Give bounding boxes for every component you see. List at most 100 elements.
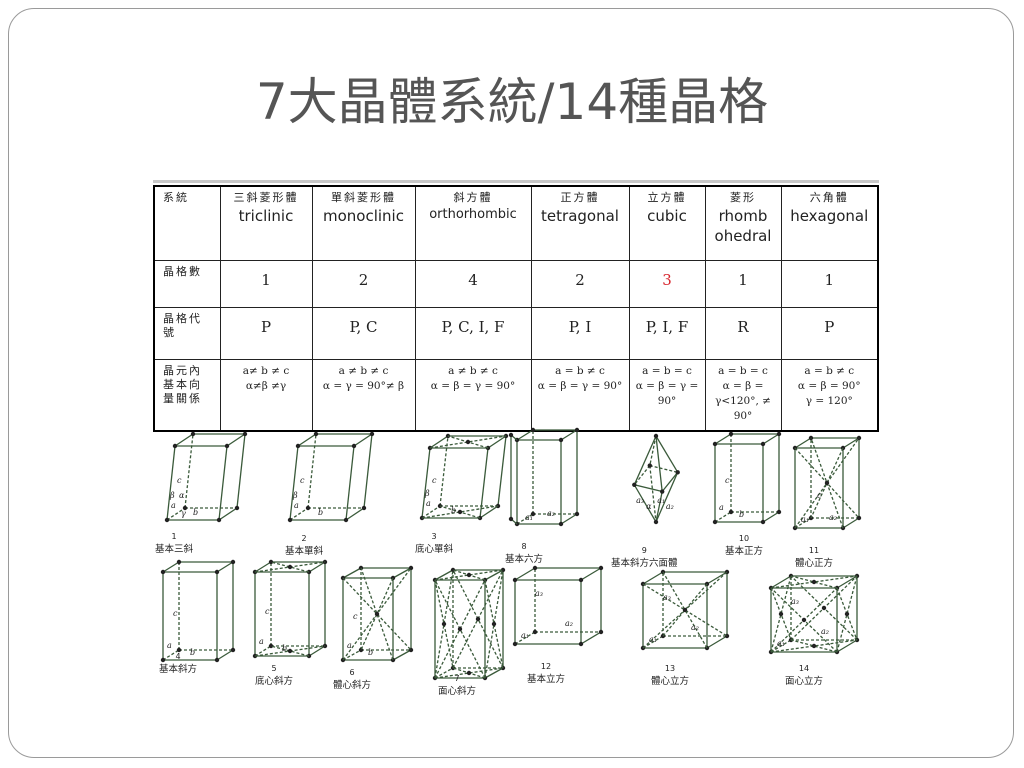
- lattice-point: [164, 517, 170, 523]
- lattice-point: [176, 559, 182, 565]
- row-label-symbols: 晶格代號: [153, 306, 221, 360]
- axis-letter: a: [347, 641, 352, 650]
- axis-letter: c: [817, 491, 822, 500]
- lattice-edge: [162, 561, 180, 573]
- lattice-point: [653, 519, 659, 525]
- lattice-edge: [706, 635, 728, 649]
- base-diagonal: [270, 645, 310, 657]
- lattice-edge: [762, 433, 780, 445]
- lattice-point: [675, 470, 680, 475]
- lattice-edge-hidden: [642, 635, 664, 649]
- face-diagonal: [770, 639, 858, 653]
- lattice-edge: [434, 569, 454, 581]
- count-orthorhombic: 4: [414, 259, 532, 308]
- symbols-hexagonal: P: [780, 306, 879, 360]
- axis-letter: a₃: [663, 593, 671, 602]
- axis-letter: c: [432, 476, 437, 485]
- body-diagonal: [810, 447, 844, 519]
- lattice-point: [351, 443, 357, 449]
- lattice-7: [432, 567, 506, 682]
- lattice-edge: [421, 447, 431, 519]
- count-tetragonal: 2: [530, 259, 630, 308]
- lattice-label: 面心斜方: [438, 686, 477, 697]
- symbols-monoclinic: P, C: [311, 306, 416, 360]
- lattice-10-drawing: cba: [712, 431, 782, 525]
- axis-letter: a: [294, 501, 299, 510]
- lattice-number: 11: [808, 546, 820, 555]
- lattice-point: [682, 607, 688, 613]
- lattice-point: [305, 505, 311, 511]
- lattice-point: [578, 577, 584, 583]
- lattice-edge: [560, 429, 578, 441]
- lattice-label: 基本三斜: [155, 544, 194, 555]
- lattice-edge: [254, 561, 272, 573]
- lattice-point: [491, 621, 497, 627]
- lattice-edge: [714, 433, 732, 445]
- lattice-point: [182, 505, 188, 511]
- axis-letter: c: [300, 476, 305, 485]
- lattice-point: [224, 443, 230, 449]
- lattice-point: [647, 463, 652, 468]
- lattice-point: [475, 616, 481, 622]
- lattice-point: [653, 433, 659, 439]
- lattice-point: [295, 443, 301, 449]
- body-diagonal: [360, 577, 394, 651]
- row-label-relations: 晶元內基本向量關係: [153, 358, 221, 432]
- face-diagonal: [770, 575, 792, 653]
- lattice-edge-hidden: [516, 513, 534, 525]
- axis-letter: a₂: [829, 513, 837, 522]
- axis-letter: b: [318, 508, 323, 517]
- lattice-edge: [497, 435, 507, 507]
- face-diagonal: [434, 667, 504, 679]
- lattice-edge: [308, 561, 326, 573]
- lattice-4-drawing: cba: [160, 559, 236, 663]
- lattice-edge: [655, 491, 663, 523]
- lattice-edge-hidden: [714, 511, 732, 523]
- lattice-number: 6: [349, 668, 355, 677]
- lattice-point: [712, 519, 718, 525]
- axis-letter: a₁: [777, 639, 785, 648]
- lattice-edge: [216, 649, 234, 661]
- lattice-edge-hidden: [254, 645, 272, 657]
- lattice-edge: [363, 433, 373, 509]
- lattice-number: 10: [738, 534, 750, 543]
- lattice-point: [343, 517, 349, 523]
- lattice-point: [598, 565, 604, 571]
- lattice-point: [466, 572, 472, 578]
- axis-letter: b: [193, 508, 198, 517]
- lattice-edge: [392, 567, 412, 579]
- lattice-edge: [429, 435, 449, 449]
- lattice-point: [778, 611, 784, 617]
- axis-letter: c: [353, 612, 358, 621]
- lattice-label: 基本斜方六面體: [611, 558, 678, 569]
- lattice-label: 體心正方: [795, 558, 834, 569]
- lattice-point: [578, 641, 584, 647]
- axis-letter: a₂: [547, 509, 555, 518]
- lattice-point: [466, 670, 472, 676]
- face-diagonal: [434, 569, 454, 679]
- lattice-edge-hidden: [342, 649, 362, 661]
- lattice-point: [844, 611, 850, 617]
- lattice-label: 基本正方: [725, 546, 764, 557]
- lattice-edge: [560, 513, 578, 525]
